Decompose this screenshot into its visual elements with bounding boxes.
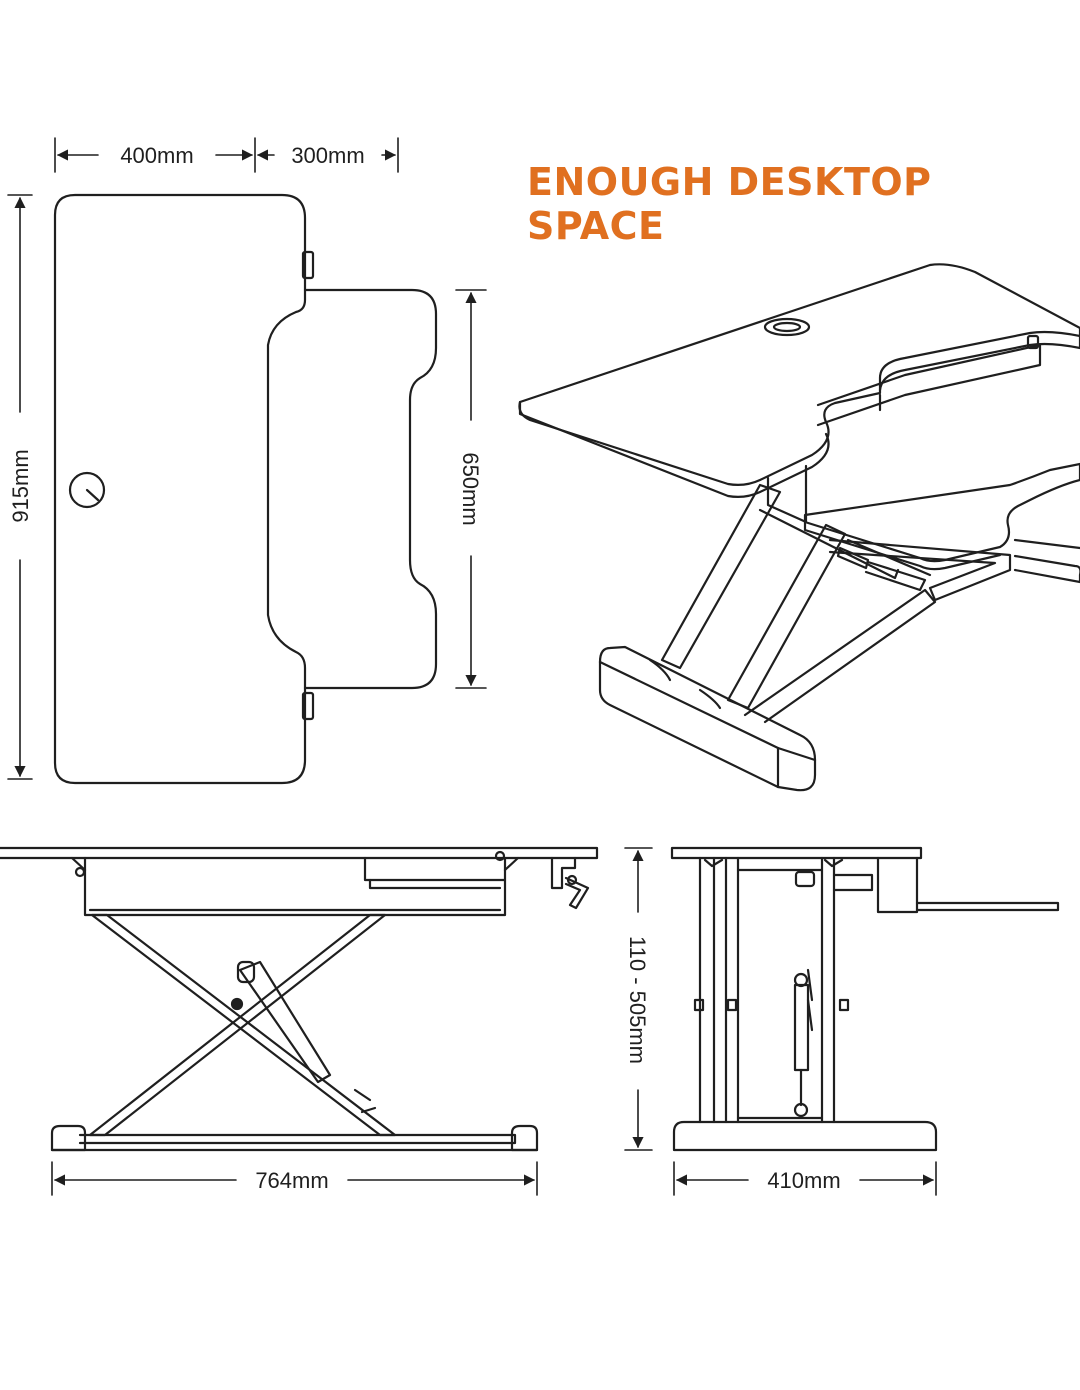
front-view-dimension-lines (51, 1161, 538, 1196)
perspective-scissor-arm-front (660, 483, 782, 670)
top-view-dimension-lines (7, 137, 487, 780)
label-base-width: 764mm (255, 1168, 328, 1193)
label-base-depth: 410mm (767, 1168, 840, 1193)
top-clamp-upper (301, 250, 315, 280)
headline-line-1: ENOUGH DESKTOP (527, 160, 932, 204)
perspective-view-drawing (518, 263, 1080, 792)
perspective-base-foot (598, 645, 817, 792)
headline: ENOUGH DESKTOP SPACE (527, 160, 932, 248)
front-view-drawing (0, 846, 599, 1152)
label-keyboard-tray-depth: 650mm (458, 452, 483, 525)
side-view-dimension-lines (624, 847, 937, 1196)
side-view-base (672, 1120, 938, 1152)
top-clamp-lower (301, 691, 315, 721)
headline-line-2: SPACE (527, 204, 665, 248)
label-top-depth-total: 915mm (8, 449, 33, 522)
front-view-base-bar (78, 1133, 517, 1145)
side-view-gas-spring (793, 983, 810, 1072)
top-view-desktop-outline (53, 193, 307, 785)
cable-grommet-icon (68, 471, 106, 509)
perspective-desktop-top (518, 263, 1080, 486)
front-view-foot-right (510, 1124, 539, 1152)
side-view-desktop (670, 846, 923, 860)
top-view-drawing (53, 193, 438, 785)
top-view-keyboard-tray-outline (303, 288, 438, 690)
label-height-range: 110 - 505mm (625, 936, 650, 1064)
perspective-grommet-icon (763, 317, 811, 337)
side-view-keyboard-tray (915, 901, 1060, 912)
label-top-width-right: 300mm (291, 143, 364, 168)
front-view-desktop (0, 846, 599, 860)
side-view-drawing (670, 846, 1060, 1152)
front-view-foot-left (50, 1124, 87, 1152)
perspective-keyboard-tray (803, 462, 1080, 563)
label-top-width-left: 400mm (120, 143, 193, 168)
